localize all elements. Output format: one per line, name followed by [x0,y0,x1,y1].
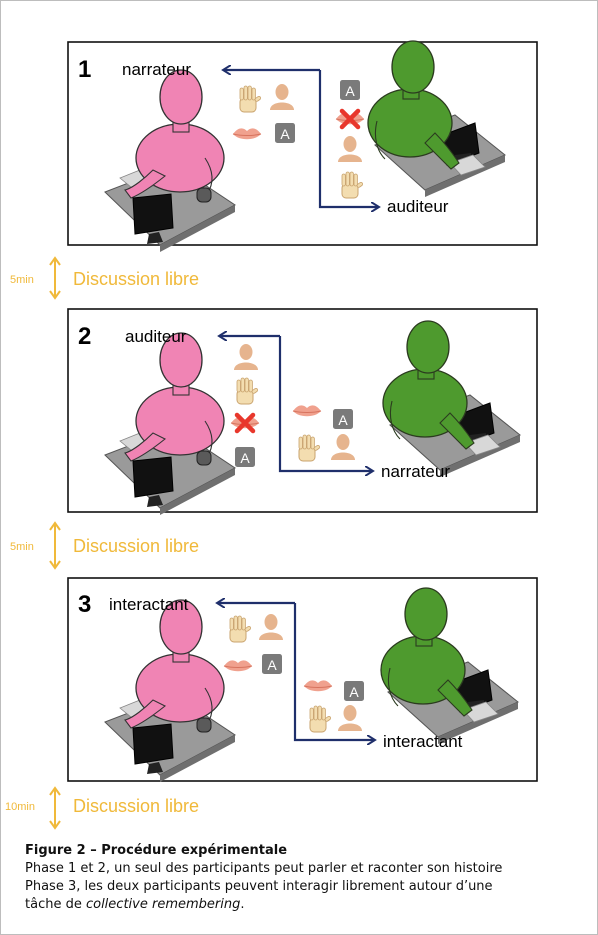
discussion-3-duration: 10min [5,801,35,813]
phase-3-arrow [293,603,374,740]
avatar-badge-label: A [349,684,359,700]
phase-3-number: 3 [78,591,91,618]
discussion-2: 5min Discussion libre [10,521,199,570]
phase-3-right-role: interactant [383,732,463,751]
caption-line-3-pre: tâche de [25,897,86,912]
discussion-2-duration: 5min [10,541,34,553]
discussion-3-label: Discussion libre [73,796,199,816]
caption-line-3-italic: collective remembering [85,897,241,912]
avatar-badge-label: A [280,126,290,142]
avatar-badge-label: A [267,657,277,673]
phase-2-panel: 2 auditeur narrateur A A [67,308,538,516]
avatar-badge-label: A [345,83,355,99]
discussion-1-duration: 5min [10,274,34,286]
phase-2-right-role: narrateur [381,462,450,481]
caption-line-3: tâche de collective remembering. [25,896,585,914]
phase-2-number: 2 [78,323,91,350]
discussion-1: 5min Discussion libre [10,256,199,300]
phase-3-left-role: interactant [109,595,189,614]
discussion-2-label: Discussion libre [73,536,199,556]
caption-line-3-post: . [240,897,245,912]
phase-1-panel: 1 narrateur auditeur A A [67,40,538,253]
avatar-badge-label: A [338,412,348,428]
phase-1-arrow [318,70,378,207]
phase-1-number: 1 [78,56,91,83]
figure-caption: Figure 2 – Procédure expérimentale Phase… [25,842,585,914]
caption-line-2: Phase 3, les deux participants peuvent i… [25,879,493,894]
caption-line-1: Phase 1 et 2, un seul des participants p… [25,861,503,876]
discussion-3: 10min Discussion libre [5,786,199,830]
avatar-badge-label: A [240,450,250,466]
phase-2-arrow [278,336,372,471]
phase-3-panel: 3 interactant interactant A A [67,577,538,783]
caption-title: Figure 2 – Procédure expérimentale [25,843,288,858]
duration-arrow-icon [49,786,61,830]
phase-2-left-role: auditeur [125,327,187,346]
phase-1-right-role: auditeur [387,197,449,216]
discussion-1-label: Discussion libre [73,269,199,289]
phase-1-left-role: narrateur [122,60,191,79]
duration-arrow-icon [49,521,61,570]
duration-arrow-icon [49,256,61,300]
